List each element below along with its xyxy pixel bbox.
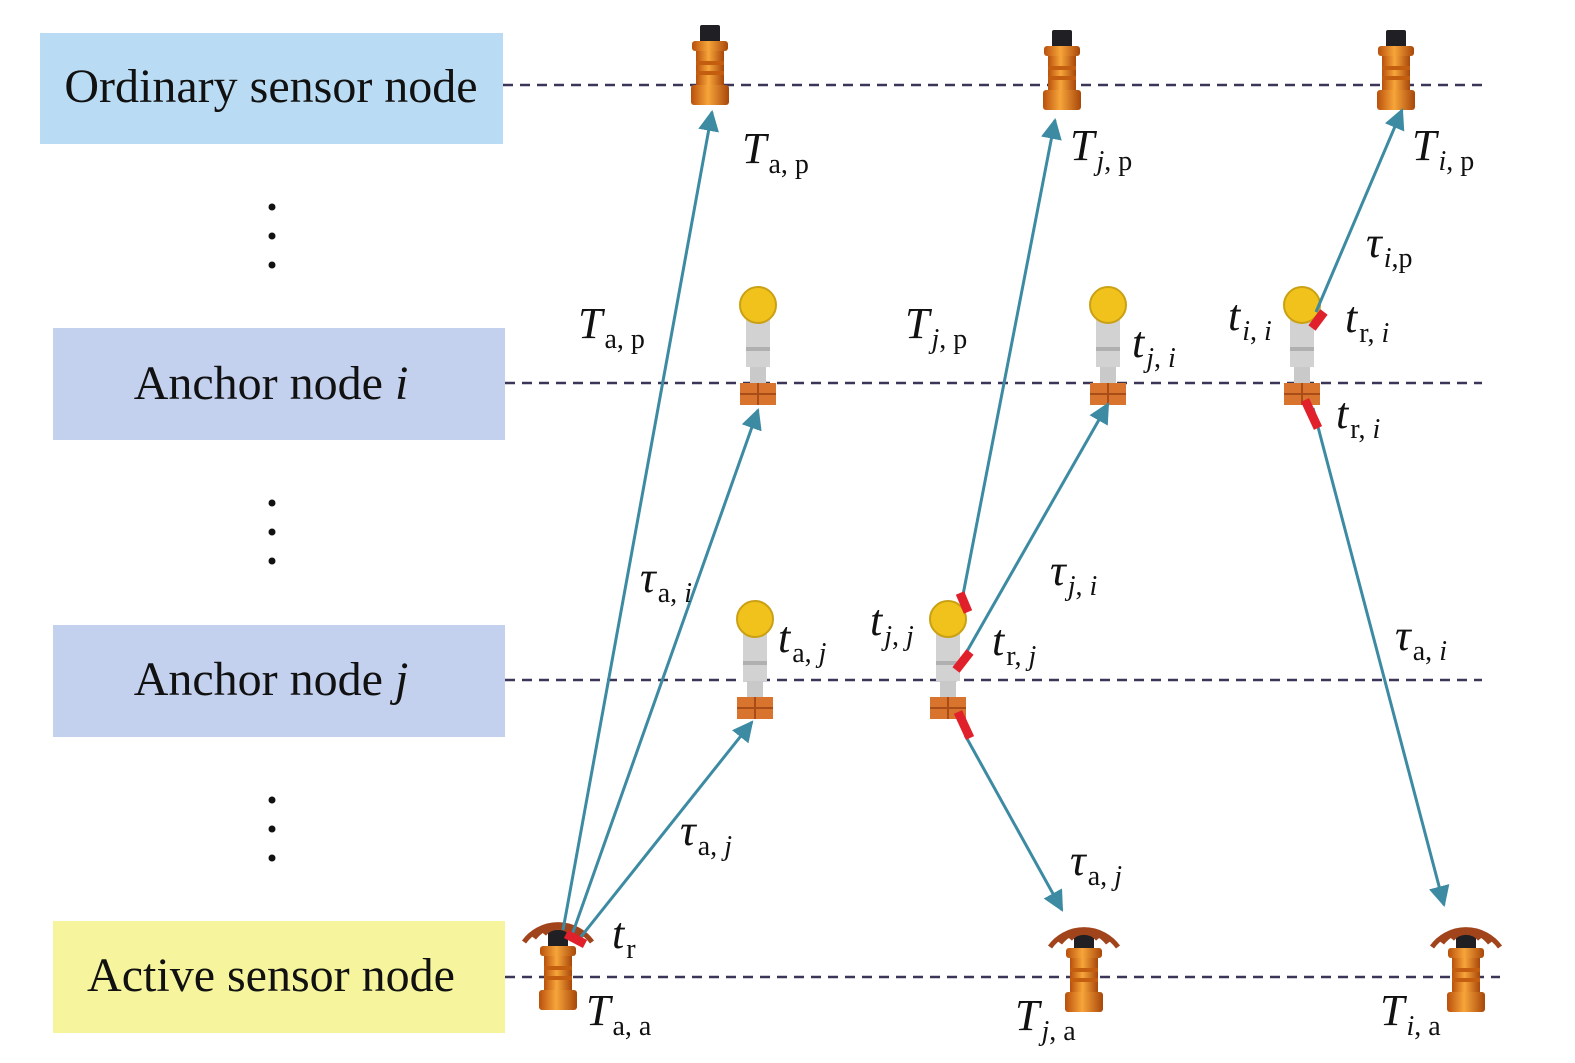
arrow-a-to-i [570,408,762,936]
row-label-anchor-j: Anchor node j [134,653,409,706]
time-markers [563,309,1328,948]
label-T-a-a: Ta, a [586,986,652,1042]
anchor-j-icon-1 [736,600,774,720]
row-anchor-j: Anchor node j [53,625,505,737]
label-t-j-i: tj, i [1132,318,1176,374]
label-tau-j-i: τj, i [1050,546,1097,602]
timelines [503,83,1500,979]
label-T-a-p-top: Ta, p [742,124,809,180]
anchor-i-icon-2 [1089,286,1127,406]
row-label-ordinary: Ordinary sensor node [64,60,477,113]
row-anchor-i: Anchor node i [53,328,505,440]
label-T-i-p-top: Ti, p [1412,121,1474,177]
marker-tr [563,930,588,948]
label-tau-a-j-left: τa, j [680,806,732,862]
ellipsis-dots [268,203,276,862]
label-t-r-i-top: tr, i [1345,293,1389,349]
signal-arrows [561,108,1450,939]
row-ordinary-sensor: Ordinary sensor node [40,33,503,144]
marker-tii [1308,309,1328,331]
label-T-j-a: Tj, a [1015,991,1076,1047]
arrow-j-to-i [960,402,1110,661]
marker-tjj [955,591,973,614]
label-tau-a-i-right: τa, i [1395,611,1447,667]
active-sensor-icon-2 [1065,932,1103,1012]
active-sensor-icon-3 [1447,932,1485,1012]
arrow-j-to-a [963,734,1064,912]
ordinary-sensor-icon-2 [1043,30,1081,110]
label-tau-a-i-left: τa, i [640,553,692,609]
arrow-j-to-p [960,117,1062,601]
label-tau-a-j-right: τa, j [1070,836,1122,892]
anchor-i-icon-1 [739,286,777,406]
anchor-i-icon-3 [1283,286,1321,406]
arrow-i-to-p [1314,108,1405,313]
marker-j-out [953,710,975,740]
ordinary-sensor-icon-1 [691,25,729,105]
label-T-i-a: Ti, a [1380,986,1441,1042]
label-T-j-p-top: Tj, p [1070,121,1132,177]
label-t-j-j: tj, j [870,596,914,652]
label-T-j-p-mid: Tj, p [905,299,967,355]
marker-tri [1300,398,1323,430]
label-T-a-p-mid: Ta, p [578,299,645,355]
ordinary-sensor-icon-3 [1377,30,1415,110]
arrow-a-to-j [578,720,754,939]
active-sensor-icon-1 [539,930,577,1010]
row-label-anchor-i: Anchor node i [134,357,409,410]
row-label-active: Active sensor node [87,949,455,1002]
label-t-i-i: ti, i [1228,291,1272,347]
label-t-r: tr [612,909,636,965]
label-tau-i-p: τi,p [1366,218,1413,274]
marker-trj [952,649,974,673]
arrow-i-to-a [1311,407,1450,908]
label-t-r-j: tr, j [992,616,1036,672]
label-t-r-i-bot: tr, i [1336,389,1380,445]
label-t-a-j: ta, j [778,613,827,669]
row-active-sensor: Active sensor node [53,921,505,1033]
arrow-a-to-p [561,109,719,931]
